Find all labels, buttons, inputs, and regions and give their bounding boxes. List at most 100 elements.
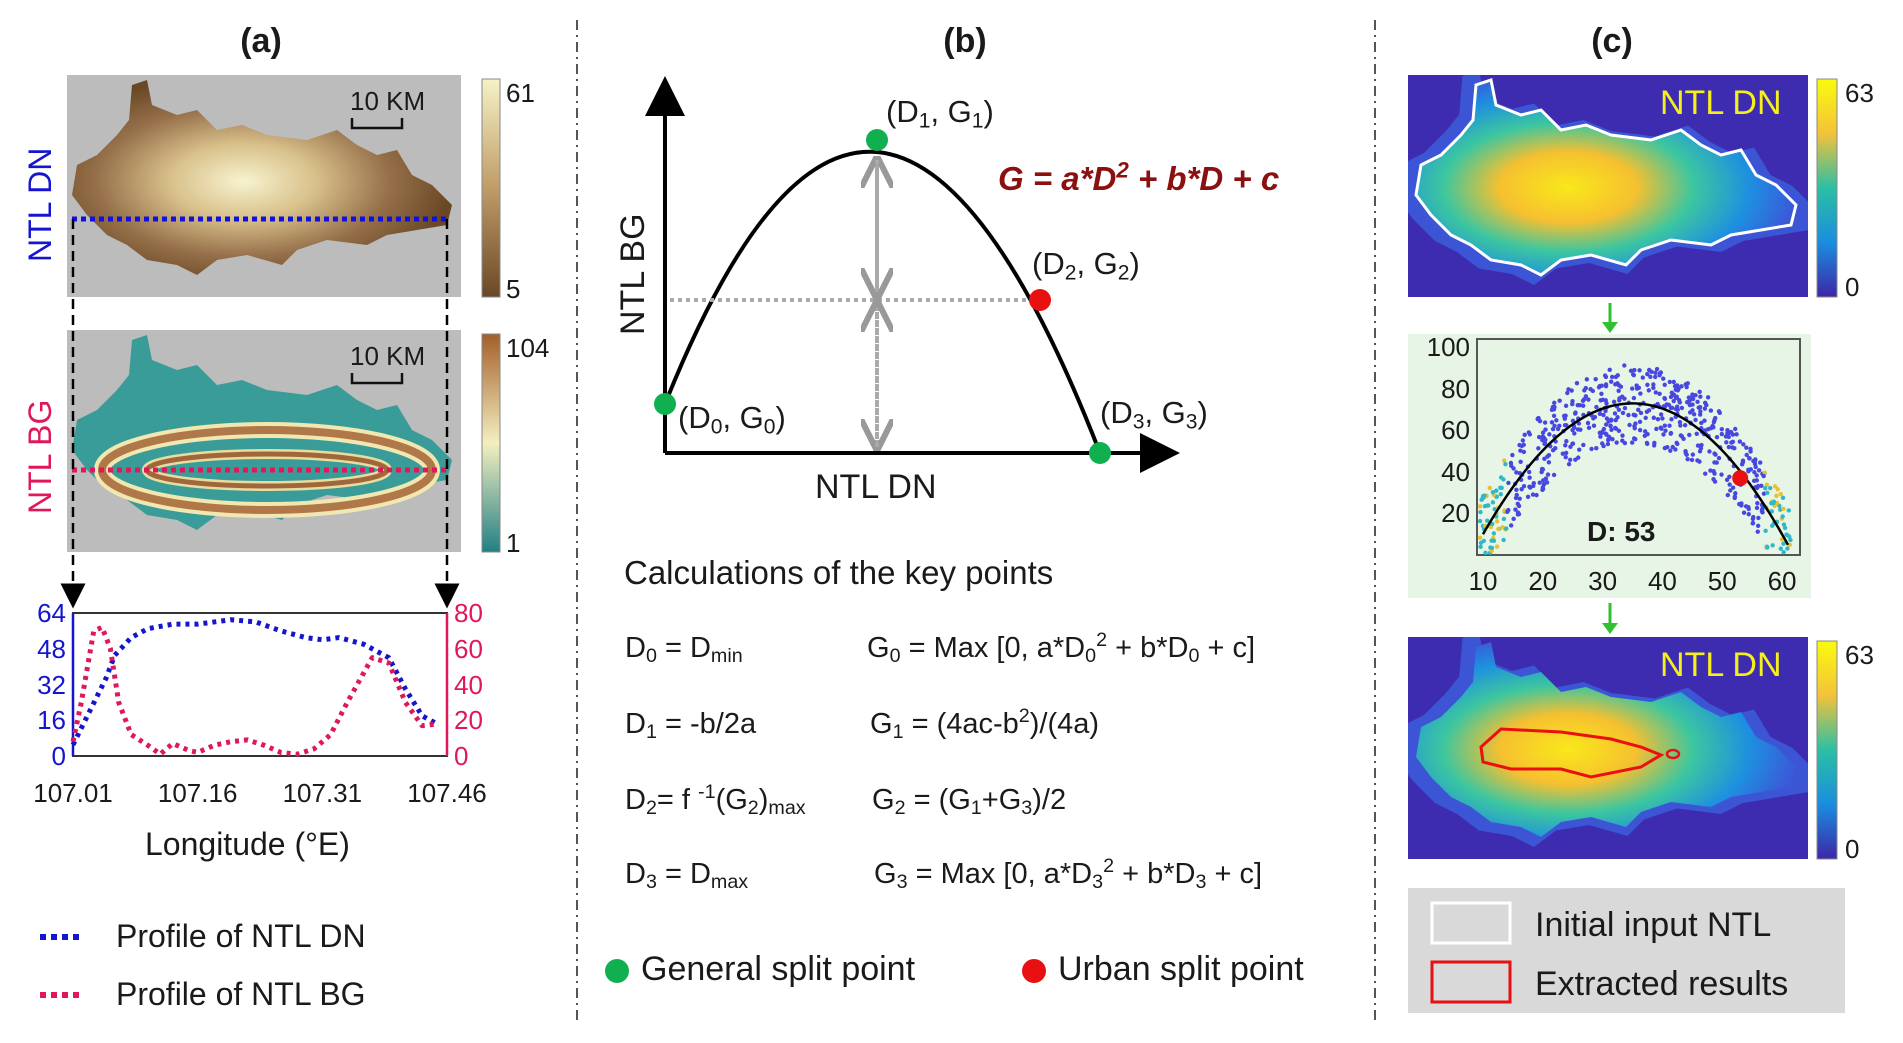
text-segment: 0 (1085, 644, 1097, 667)
scatter-point (1541, 482, 1547, 487)
scatter-point (1781, 506, 1786, 511)
scatter-point (1485, 518, 1490, 523)
x-tick-label: 107.46 (407, 778, 487, 808)
scatter-point (1514, 492, 1519, 498)
text-segment: ) (1129, 246, 1140, 281)
scatter-point (1515, 510, 1521, 515)
y-right-tick-label: 20 (454, 705, 483, 736)
scatter-point (1637, 368, 1642, 373)
scatter-point (1755, 529, 1760, 534)
scatter-point (1744, 445, 1749, 450)
text-segment: 0 (645, 644, 657, 667)
text-segment: (D (678, 400, 711, 435)
text-segment: 1 (892, 720, 904, 743)
scatter-point (1499, 485, 1504, 491)
scatter-point (1771, 500, 1776, 506)
scatter-point (1748, 467, 1754, 472)
scatter-point (1527, 469, 1532, 475)
text-segment: 0 (710, 415, 723, 439)
scatter-point (1725, 492, 1731, 498)
text-segment: 1 (970, 796, 982, 819)
scatter-point (1781, 541, 1786, 546)
scatter-x-tick: 60 (1767, 566, 1797, 596)
ntl-bg-map (67, 330, 461, 552)
scatter-point (1712, 471, 1717, 476)
scatter-point (1657, 370, 1663, 376)
scatter-point (1531, 483, 1536, 489)
scatter-point (1698, 409, 1703, 414)
legend-extracted-label: Extracted results (1535, 965, 1789, 1003)
y-left-tick-label: 32 (37, 669, 66, 700)
x-tick-label: 107.16 (157, 778, 238, 808)
scatter-point (1782, 525, 1788, 531)
calc-d1: D1 = -b/2a (625, 710, 756, 742)
text-segment: 3 (1132, 410, 1145, 434)
scatter-point (1778, 491, 1783, 497)
scatter-point (1693, 417, 1698, 423)
scatter-point (1679, 405, 1685, 411)
scatter-point (1765, 545, 1770, 550)
colorbar-bottom (1816, 640, 1838, 860)
scatter-point (1550, 426, 1556, 432)
text-segment: G = a*D (998, 160, 1117, 197)
scatter-point (1574, 380, 1580, 386)
text-segment: -1 (698, 781, 716, 804)
scatter-y-tick: 60 (1441, 415, 1470, 446)
scatter-point (1496, 526, 1501, 532)
scatter-point (1578, 427, 1583, 432)
scatter-point (1631, 412, 1636, 418)
scatter-point (1575, 402, 1580, 408)
scatter-point (1615, 415, 1620, 420)
scatter-point (1733, 426, 1738, 432)
scatter-point (1617, 396, 1622, 401)
scatter-point (1626, 412, 1631, 418)
text-segment: (D (886, 94, 919, 129)
scatter-point (1712, 479, 1718, 484)
y-left-tick-label: 64 (37, 598, 66, 628)
scatter-point (1604, 401, 1609, 406)
scatter-point (1551, 472, 1557, 478)
scatter-point (1631, 395, 1637, 401)
scatter-point (1572, 431, 1577, 436)
scatter-point (1525, 494, 1531, 499)
scatter-point (1780, 495, 1786, 501)
scatter-point (1726, 444, 1732, 450)
scatter-point (1714, 434, 1720, 440)
scatter-point (1634, 383, 1639, 388)
colorbar-dn-min: 5 (506, 274, 521, 304)
scatter-point (1683, 382, 1688, 387)
scatter-point (1563, 443, 1568, 448)
scatter-point (1646, 367, 1652, 373)
text-segment: 2 (1117, 261, 1130, 285)
scatter-point (1746, 456, 1752, 461)
scatter-point (1563, 450, 1569, 456)
scatter-point (1611, 399, 1617, 405)
scatter-point (1697, 449, 1703, 454)
scatter-point (1545, 454, 1550, 459)
ntl-dn-map-extracted (1408, 637, 1808, 859)
scatter-point (1708, 425, 1714, 431)
scatter-point (1727, 474, 1732, 480)
concept-diagram (645, 76, 1180, 473)
scatter-point (1750, 521, 1755, 526)
text-segment: 0 (763, 415, 776, 439)
extracted-outline (1479, 727, 1665, 779)
x-tick-label: 107.31 (282, 778, 363, 808)
scatter-point (1527, 484, 1532, 489)
scatter-point (1732, 494, 1738, 499)
text-segment: 2 (747, 796, 759, 819)
panel-a-title: (a) (240, 22, 282, 60)
scatter-point (1754, 505, 1760, 511)
scatter-point (1498, 475, 1504, 480)
scatter-point (1716, 455, 1722, 461)
point-d2-label: (D2, G2) (1032, 246, 1140, 283)
scatter-point (1698, 394, 1703, 399)
scatter-point (1607, 367, 1612, 373)
scatter-point (1775, 487, 1780, 492)
scatter-point (1676, 397, 1682, 403)
scatter-point (1758, 460, 1763, 465)
scatter-point (1682, 422, 1688, 428)
scatter-point (1756, 515, 1761, 521)
scatter-point (1695, 443, 1701, 448)
scatter-point (1618, 384, 1624, 389)
